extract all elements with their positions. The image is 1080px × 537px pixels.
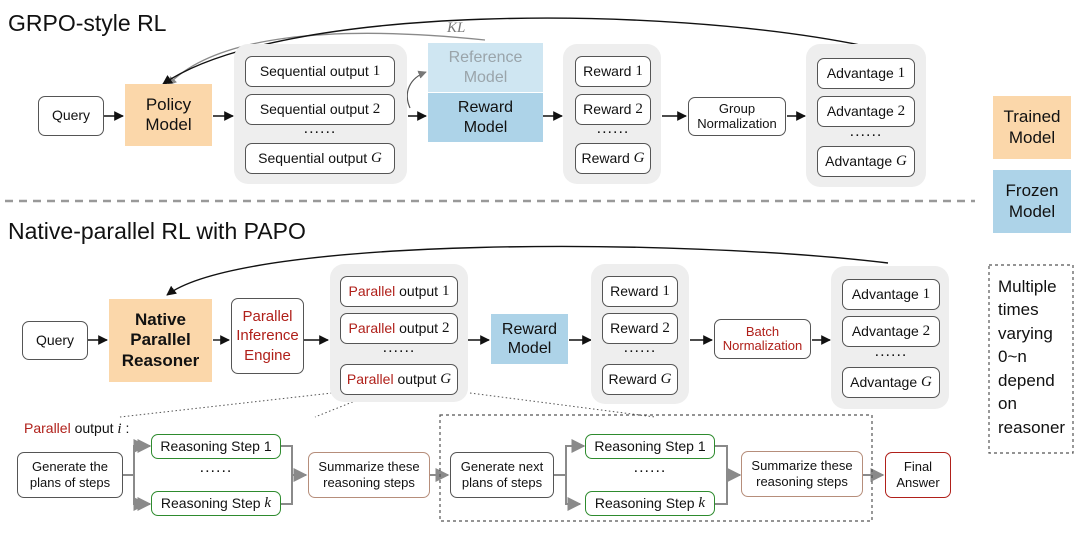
reward-g: Reward G (575, 143, 651, 174)
arrow-outputs-to-reference (406, 70, 427, 109)
generate-plans-box: Generate the plans of steps (17, 452, 123, 498)
arrow-advantage2-to-reasoner (166, 245, 889, 296)
join-left (281, 445, 293, 505)
legend-frozen-model: Frozen Model (993, 170, 1071, 233)
papo-advantage-1: Advantage 1 (842, 279, 940, 310)
reference-model-box: Reference Model (428, 43, 543, 92)
rewards-dots: ...... (596, 120, 630, 137)
sequential-outputs-dots: ...... (303, 120, 337, 137)
parallel-output-g: Parallel output G (340, 364, 458, 395)
reasoning-steps-dots-right: ...... (633, 459, 667, 476)
group-normalization-box: Group Normalization (688, 97, 786, 136)
fork-right (565, 445, 582, 511)
arrow-advantage-to-policy (162, 17, 866, 85)
summarize-steps-box-2: Summarize these reasoning steps (741, 451, 863, 497)
zoom-line-left (119, 392, 333, 418)
repeat-region (439, 414, 873, 522)
sequential-output-2: Sequential output 2 (245, 94, 395, 125)
legend-note-box (988, 264, 1074, 454)
generate-next-plans-box: Generate next plans of steps (450, 452, 554, 498)
papo-advantages-dots: ...... (874, 343, 908, 360)
reward-1: Reward 1 (575, 56, 651, 87)
reasoning-step-k-left: Reasoning Step k (151, 491, 281, 516)
parallel-outputs-dots: ...... (382, 339, 416, 356)
papo-rewards-dots: ...... (623, 339, 657, 356)
arrow-kl-to-policy (167, 32, 486, 86)
kl-label: KL (447, 20, 466, 36)
papo-reward-model-box: Reward Model (491, 314, 568, 364)
parallel-inference-engine-box: Parallel Inference Engine (231, 298, 304, 374)
sequential-output-g: Sequential output G (245, 143, 395, 174)
reasoning-step-1-right: Reasoning Step 1 (585, 434, 715, 459)
detail-header: Parallel output i : (24, 420, 130, 437)
grpo-title: GRPO-style RL (8, 10, 167, 36)
legend-trained-model: Trained Model (993, 96, 1071, 159)
zoom-line-right2 (469, 392, 656, 418)
native-parallel-reasoner-box: Native Parallel Reasoner (109, 299, 212, 382)
advantages-dots: ...... (849, 123, 883, 140)
reasoning-step-1-left: Reasoning Step 1 (151, 434, 281, 459)
advantage-2: Advantage 2 (817, 96, 915, 127)
reasoning-step-k-right: Reasoning Step k (585, 491, 715, 516)
batch-normalization-box: Batch Normalization (714, 319, 811, 359)
advantage-1: Advantage 1 (817, 58, 915, 89)
papo-advantage-2: Advantage 2 (842, 316, 940, 347)
zoom-line-right (314, 392, 376, 418)
reasoning-steps-dots-left: ...... (199, 459, 233, 476)
papo-advantage-g: Advantage G (842, 367, 940, 398)
summarize-steps-box-1: Summarize these reasoning steps (308, 452, 430, 498)
parallel-output-1: Parallel output 1 (340, 276, 458, 307)
papo-reward-g: Reward G (602, 364, 678, 395)
sequential-output-1: Sequential output 1 (245, 56, 395, 87)
papo-reward-1: Reward 1 (602, 276, 678, 307)
reward-model-box: Reward Model (428, 93, 543, 142)
policy-model-box: Policy Model (125, 84, 212, 146)
papo-reward-2: Reward 2 (602, 313, 678, 344)
papo-title: Native-parallel RL with PAPO (8, 218, 306, 244)
fork-left (133, 439, 148, 511)
parallel-output-2: Parallel output 2 (340, 313, 458, 344)
advantage-g: Advantage G (817, 146, 915, 177)
final-answer-box: Final Answer (885, 452, 951, 498)
join-right (715, 445, 728, 505)
legend-note: Multiple times varying 0~n depend on rea… (998, 277, 1066, 437)
reward-2: Reward 2 (575, 94, 651, 125)
grpo-query-box: Query (38, 96, 104, 136)
papo-query-box: Query (22, 321, 88, 360)
